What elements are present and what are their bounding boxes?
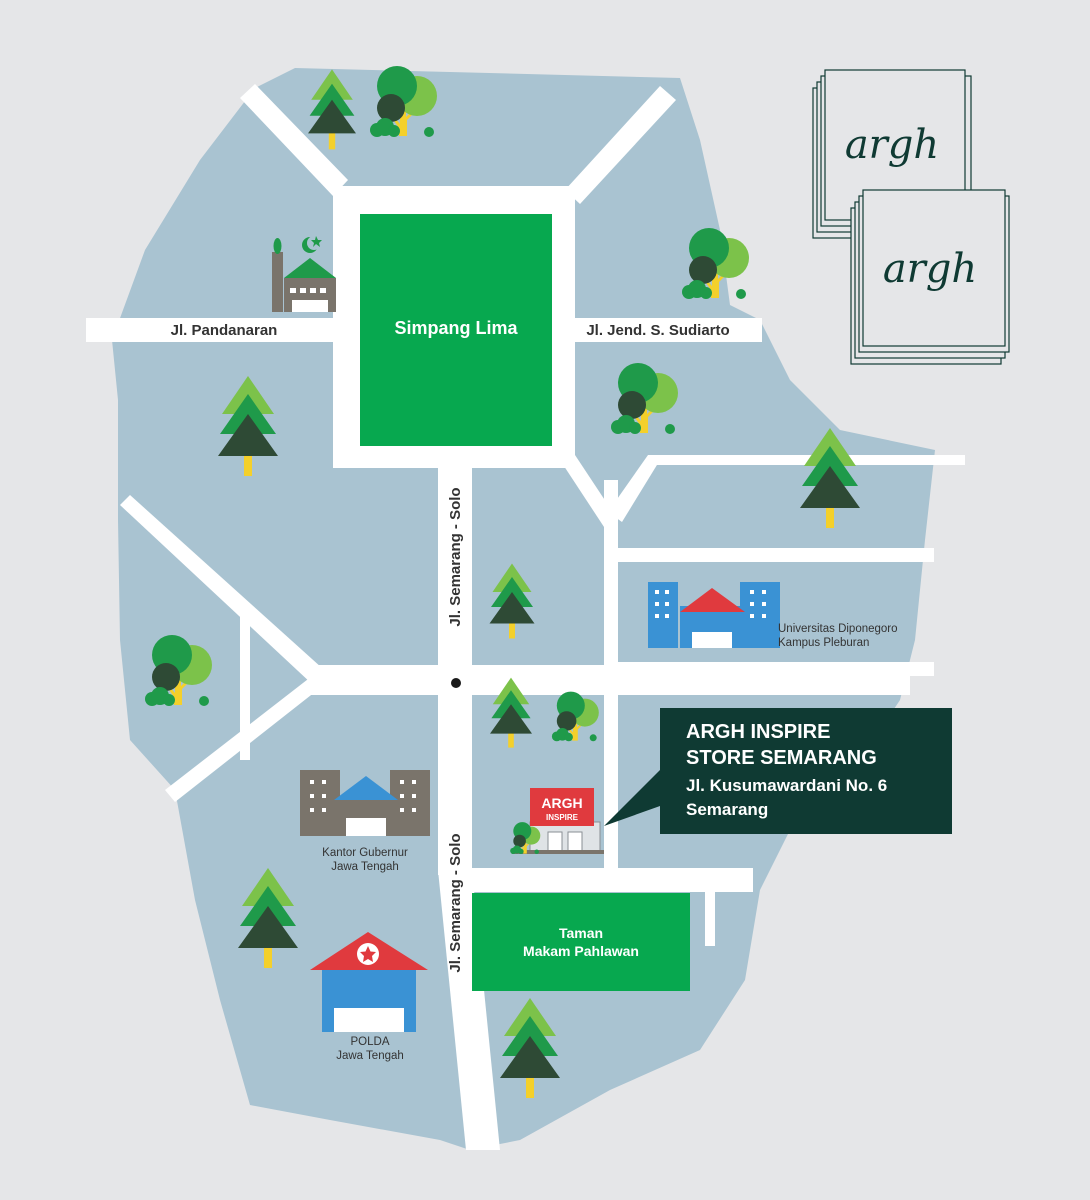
callout-title-line2: STORE SEMARANG — [686, 747, 877, 769]
taman-makam-pahlawan-area — [472, 893, 690, 991]
argh-logo-upper: argh — [845, 122, 939, 168]
callout-address-line1: Jl. Kusumawardani No. 6 — [686, 776, 887, 795]
police-station-icon — [310, 932, 428, 1032]
polda-label-line1: POLDA — [351, 1036, 390, 1048]
road-label-semarang-solo-upper: Jl. Semarang - Solo — [447, 487, 464, 626]
undip-label-line1: Universitas Diponegoro — [778, 623, 898, 635]
argh-logo-lower: argh — [883, 246, 977, 292]
tree-icon — [682, 228, 749, 299]
store-icon: ARGH INSPIRE — [512, 788, 604, 854]
gubernur-label-line1: Kantor Gubernur — [322, 847, 408, 859]
simpang-lima-label: Simpang Lima — [394, 318, 518, 338]
callout-address-line2: Semarang — [686, 800, 768, 819]
road-label-sudiarto: Jl. Jend. S. Sudiarto — [586, 322, 729, 339]
governor-office-building-icon — [300, 770, 430, 836]
undip-label-line2: Kampus Pleburan — [778, 637, 869, 649]
road-label-semarang-solo-lower: Jl. Semarang - Solo — [447, 833, 464, 972]
taman-label-line2: Makam Pahlawan — [523, 943, 639, 959]
polda-label-line2: Jawa Tengah — [336, 1050, 404, 1062]
callout-title-line1: ARGH INSPIRE — [686, 721, 830, 743]
university-building-icon — [648, 582, 780, 648]
gubernur-label-line2: Jawa Tengah — [331, 861, 399, 873]
argh-logo-books — [812, 69, 1010, 365]
mosque-icon — [272, 236, 336, 312]
taman-label-line1: Taman — [559, 925, 603, 941]
store-callout: ARGH INSPIRE STORE SEMARANG Jl. Kusumawa… — [604, 708, 952, 834]
road-network — [86, 84, 965, 1150]
road-label-pandanaran: Jl. Pandanaran — [171, 322, 278, 339]
location-dot-icon — [451, 678, 461, 688]
store-sign-line1: ARGH — [541, 795, 582, 811]
store-sign-line2: INSPIRE — [546, 813, 579, 822]
simpang-lima-square — [360, 214, 552, 446]
